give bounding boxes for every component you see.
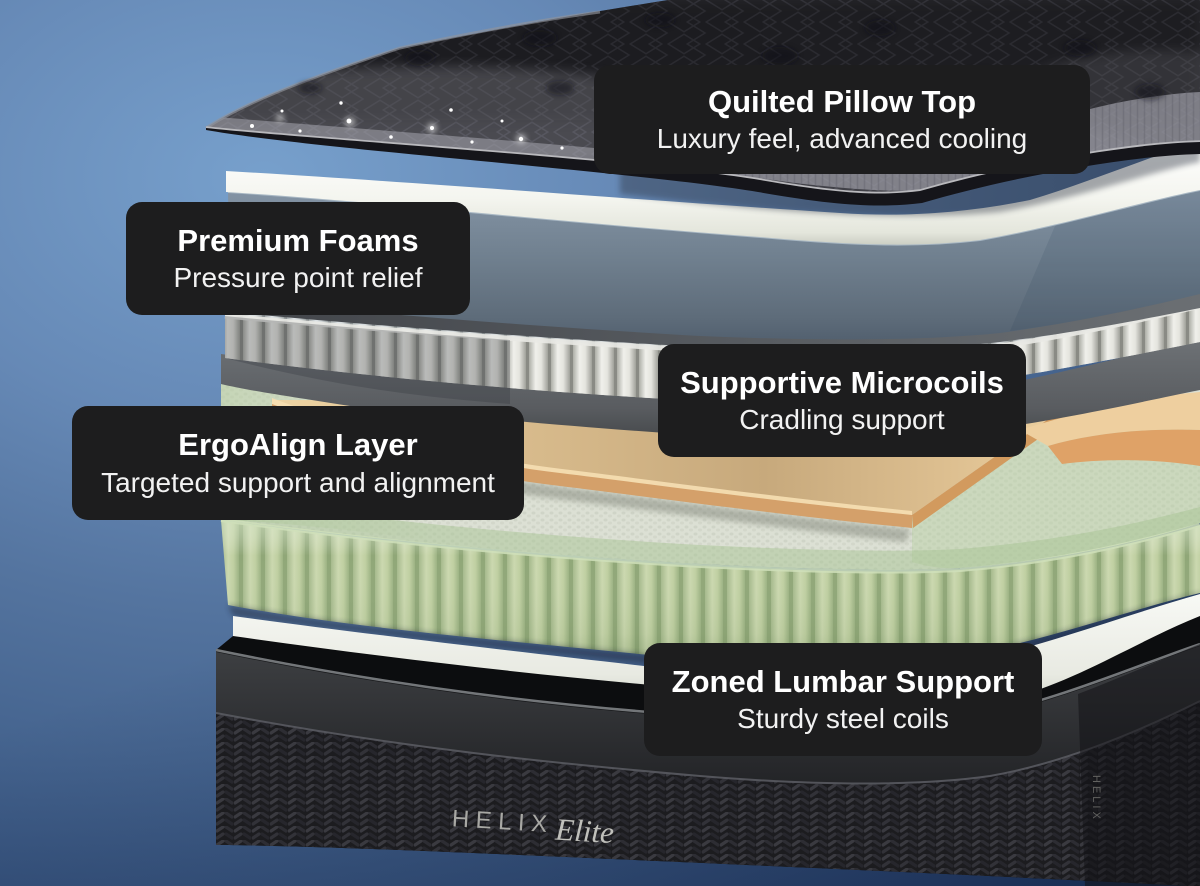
svg-text:HELIX: HELIX <box>451 805 554 838</box>
svg-text:HELIX: HELIX <box>1090 775 1102 822</box>
svg-text:Elite: Elite <box>553 812 615 851</box>
